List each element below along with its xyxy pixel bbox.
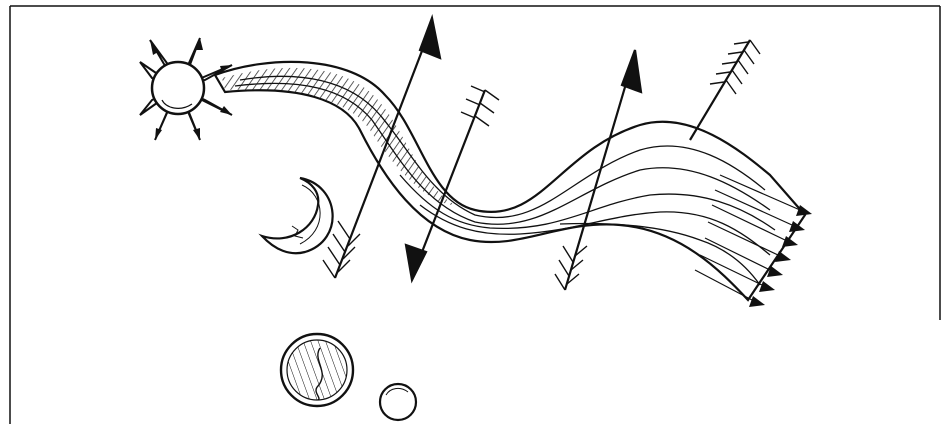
crescent-moon-icon [262, 178, 333, 253]
arrow-4 [690, 40, 760, 140]
stream-band [215, 62, 812, 307]
sun-icon [140, 38, 232, 140]
small-planet-icon [380, 384, 416, 420]
hatched-planet-icon [281, 334, 353, 406]
